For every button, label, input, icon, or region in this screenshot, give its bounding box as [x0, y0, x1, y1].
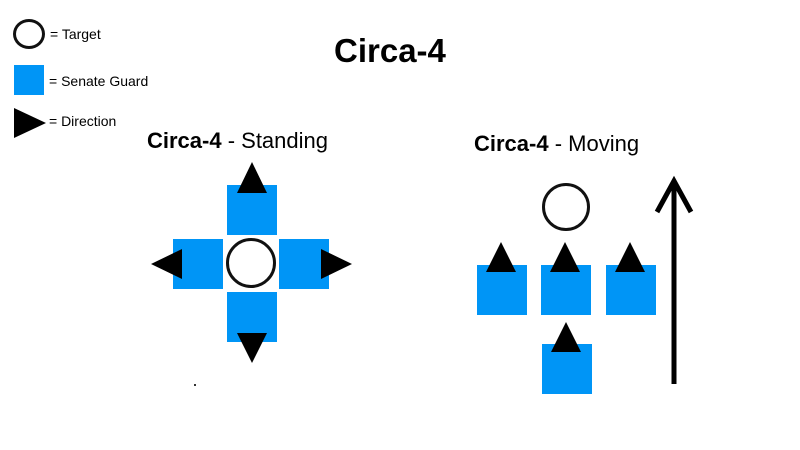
- moving-direction-center-icon: [550, 242, 580, 272]
- moving-heading-name: Circa-4: [474, 131, 549, 156]
- standing-direction-left-icon: [151, 249, 182, 279]
- page-title: Circa-4: [334, 32, 446, 69]
- moving-guard-left: [477, 265, 527, 315]
- standing-direction-up-icon: [237, 162, 267, 193]
- legend-guard-icon: [14, 65, 44, 95]
- standing-heading-suffix: - Standing: [221, 128, 328, 153]
- legend-direction-icon: [14, 108, 46, 138]
- standing-guard-right: [279, 239, 329, 289]
- moving-direction-rear-icon: [551, 322, 581, 352]
- standing-heading-name: Circa-4: [147, 128, 222, 153]
- standing-guard-top: [227, 185, 277, 235]
- moving-direction-left-icon: [486, 242, 516, 272]
- moving-heading: Circa-4 - Moving: [474, 131, 639, 157]
- moving-guard-center: [541, 265, 591, 315]
- legend-guard-label: = Senate Guard: [49, 73, 149, 89]
- legend-direction-label: = Direction: [49, 113, 117, 129]
- legend-target-label: = Target: [50, 26, 101, 42]
- standing-direction-right-icon: [321, 249, 352, 279]
- stray-dot: [194, 384, 196, 386]
- standing-direction-down-icon: [237, 333, 267, 363]
- moving-guard-rear: [542, 344, 592, 394]
- movement-arrow-up-icon: [654, 175, 694, 384]
- standing-target-icon: [226, 238, 276, 288]
- moving-heading-suffix: - Moving: [548, 131, 640, 156]
- moving-guard-right: [606, 265, 656, 315]
- moving-target-icon: [542, 183, 590, 231]
- standing-heading: Circa-4 - Standing: [147, 128, 328, 154]
- legend-target-icon: [13, 19, 45, 49]
- moving-direction-right-icon: [615, 242, 645, 272]
